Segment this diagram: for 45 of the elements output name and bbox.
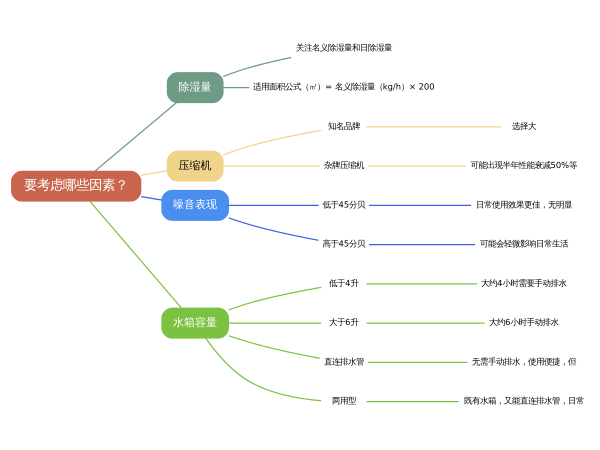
node-text: 大约4小时需要手动排水 <box>481 278 566 288</box>
node-text: 关注名义除湿量和日除湿量 <box>296 42 392 52</box>
node-text: 大约6小时手动排水 <box>489 317 558 328</box>
node-text: 选择大 <box>512 120 536 131</box>
connector <box>223 130 322 156</box>
connector <box>228 322 322 324</box>
node-text: 无需手动排水，使用便捷，但 <box>472 356 576 366</box>
connector <box>366 322 485 324</box>
connector <box>94 102 177 172</box>
node-text: 既有水箱，又能直连排水管，日常 <box>464 396 584 406</box>
connector <box>368 166 466 167</box>
node-text: 大于6升 <box>329 317 358 328</box>
node-box: 水箱容量 <box>161 308 230 339</box>
connector <box>228 286 322 310</box>
node-box: 除湿量 <box>166 72 224 104</box>
node-box: 要考虑哪些因素？ <box>11 170 142 202</box>
connector <box>366 401 459 402</box>
node-text: 低于4升 <box>329 278 358 288</box>
connector <box>141 170 168 176</box>
node-text: 可能出现半年性能衰减50%等 <box>470 160 578 170</box>
node-text: 日常使用效果更佳，无明显 <box>476 199 572 210</box>
node-text: 两用型 <box>332 396 356 406</box>
connector <box>369 244 476 246</box>
connector <box>368 362 468 363</box>
node-text: 杂牌压缩机 <box>324 160 364 170</box>
node-text: 高于45分贝 <box>322 238 366 249</box>
node-text: 直连排水管 <box>324 356 364 366</box>
node-text: 可能会轻微影响日常生活 <box>480 238 568 249</box>
connector <box>205 338 322 402</box>
node-text: 知名品牌 <box>328 120 360 131</box>
connector <box>90 200 182 308</box>
connector <box>366 283 477 284</box>
connector <box>228 335 320 359</box>
connector <box>369 204 472 206</box>
node-text: 适用面积公式（㎡）= 名义除湿量（kg/h）× 200 <box>253 82 435 92</box>
node-text: 低于45分贝 <box>322 199 366 210</box>
node-box: 压缩机 <box>166 150 224 182</box>
connector <box>223 56 292 78</box>
node-box: 噪音表现 <box>161 190 230 221</box>
connector <box>223 166 320 167</box>
connector <box>228 204 319 206</box>
connector <box>141 196 162 201</box>
connector <box>366 126 502 128</box>
connector <box>223 87 250 88</box>
connector <box>228 217 319 241</box>
